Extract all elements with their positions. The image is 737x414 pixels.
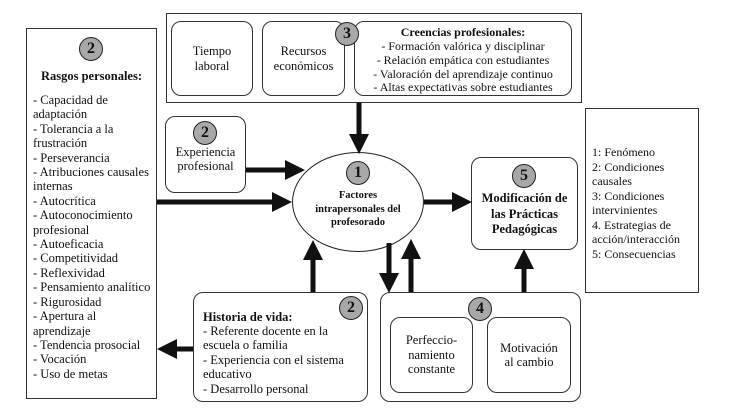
experiencia-profesional-box: 2 Experiencia profesional: [165, 116, 246, 193]
creencia-item: - Valoración del aprendizaje continuo: [373, 66, 553, 81]
historia-de-vida-box: 2 Historia de vida: - Referente docente …: [193, 292, 368, 402]
rasgo-item: - Autocrítica: [33, 193, 96, 208]
fenomeno-ellipse: 1 Factores intrapersonales del profesora…: [292, 152, 424, 252]
badge-causal-condition: 2: [339, 296, 363, 320]
tiempo-laboral-label: Tiempo laboral: [192, 44, 232, 73]
rasgo-item: - Vocación: [33, 352, 87, 367]
rasgo-item: - Autoconocimiento profesional: [33, 208, 133, 237]
creencia-item: - Altas expectativas sobre estudiantes: [373, 80, 553, 95]
rasgo-item: - Reflexividad: [33, 265, 105, 280]
creencias-list: - Formación valórica y disciplinar- Rela…: [355, 39, 571, 95]
rasgo-item: - Atribuciones causales internas: [33, 165, 149, 194]
creencias-profesionales-box: Creencias profesionales: - Formación val…: [354, 21, 572, 96]
historia-item: - Referente docente en la escuela o fami…: [203, 324, 328, 353]
legend-item: 1: Fenómeno: [592, 145, 655, 159]
badge-phenomenon: 1: [346, 161, 370, 185]
condiciones-intervinientes-box: Tiempo laboral Recursos económicos 3 Cre…: [166, 13, 582, 103]
legend-item: 3: Condiciones intervinientes: [592, 188, 665, 218]
badge-strategy: 4: [468, 297, 492, 321]
rasgo-item: - Tolerancia a la frustración: [33, 121, 114, 151]
rasgo-item: - Perseverancia: [33, 150, 110, 165]
legend-item: 5: Consecuencias: [592, 246, 676, 261]
rasgos-personales-box: 2 Rasgos personales: - Capacidad de adap…: [26, 28, 157, 399]
badge-consequence: 5: [512, 164, 536, 188]
rasgo-item: - Competitividad: [33, 251, 119, 266]
badge-causal-condition: 2: [79, 37, 103, 61]
fenomeno-label: Factores intrapersonales del profesorado: [315, 190, 401, 228]
recursos-economicos-box: Recursos económicos: [262, 21, 345, 96]
motivacion-box: Motivación al cambio: [487, 317, 571, 393]
legend-item: 4. Estrategias de acción/interacción: [592, 217, 680, 247]
historia-item: - Experiencia con el sistema educativo: [203, 352, 344, 382]
historia-list: - Referente docente en la escuela o fami…: [203, 324, 359, 396]
badge-causal-condition: 2: [193, 121, 217, 145]
consecuencias-label: Modificación de las Prácticas Pedagógica…: [481, 191, 568, 236]
rasgos-title: Rasgos personales:: [40, 69, 143, 83]
historia-item: - Desarrollo personal: [203, 381, 309, 396]
experiencia-label: Experiencia profesional: [175, 145, 236, 174]
rasgo-item: - Capacidad de adaptación: [33, 93, 108, 122]
legend-item: 2: Condiciones causales: [592, 159, 665, 189]
historia-title: Historia de vida:: [203, 310, 293, 324]
creencia-item: - Formación valórica y disciplinar: [381, 39, 545, 53]
rasgo-item: - Tendencia prosocial: [33, 337, 141, 352]
rasgo-item: - Uso de metas: [33, 366, 108, 381]
rasgo-item: - Rigurosidad: [33, 294, 102, 309]
estrategias-box: 4 Perfeccio- namiento constante Motivaci…: [380, 292, 581, 402]
recursos-economicos-label: Recursos económicos: [273, 44, 334, 73]
motivacion-label: Motivación al cambio: [500, 340, 558, 369]
tiempo-laboral-box: Tiempo laboral: [171, 21, 253, 96]
perfeccionamiento-label: Perfeccio- namiento constante: [405, 333, 458, 377]
rasgo-item: - Apertura al aprendizaje: [33, 309, 97, 338]
perfeccionamiento-box: Perfeccio- namiento constante: [390, 317, 473, 393]
creencia-item: - Relación empática con estudiantes: [376, 52, 550, 67]
consecuencias-box: 5 Modificación de las Prácticas Pedagógi…: [471, 157, 578, 250]
rasgo-item: - Autoeficacia: [33, 237, 104, 252]
rasgo-item: - Pensamiento analítico: [33, 280, 151, 295]
rasgos-list: - Capacidad de adaptación- Tolerancia a …: [33, 93, 152, 381]
creencias-title: Creencias profesionales:: [400, 25, 526, 39]
badge-intervening-condition: 3: [335, 22, 359, 46]
